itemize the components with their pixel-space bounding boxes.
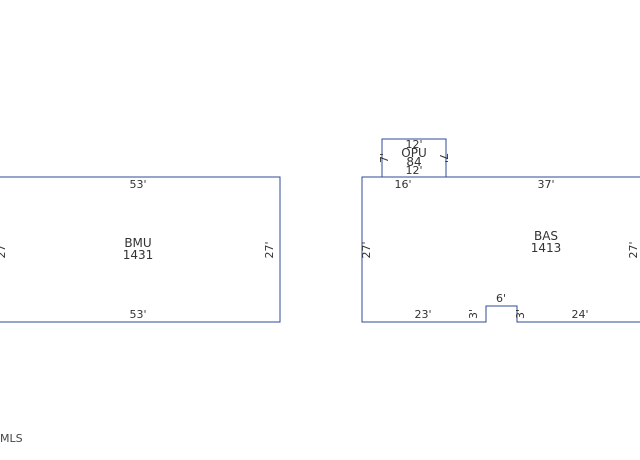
bas-top-dimension-b: 37' [537, 178, 554, 191]
opu-left-dimension: 7' [378, 153, 391, 163]
bmu-code-label: BMU [124, 236, 151, 250]
bas-bottom-dimension-a: 23' [414, 308, 431, 321]
bas-right-dimension: 27' [627, 241, 640, 258]
mls-watermark: MLS [0, 432, 23, 445]
bmu-sqft-label: 1431 [123, 248, 154, 262]
opu-outline [381, 138, 447, 178]
bas-outline [361, 176, 640, 323]
bas-notch-left-dimension: 3' [467, 309, 480, 319]
bas-bottom-dimension-b: 24' [571, 308, 588, 321]
opu-right-dimension: 7' [437, 153, 450, 163]
bmu-top-dimension: 53' [129, 178, 146, 191]
opu-code-label: OPU [401, 146, 426, 160]
bas-notch-right-dimension: 3' [514, 309, 527, 319]
bmu-right-dimension: 27' [263, 241, 276, 258]
bas-code-label: BAS [534, 229, 558, 243]
bas-notch-top-dimension: 6' [496, 292, 506, 305]
opu-bottom-dimension: 12' [405, 164, 422, 177]
opu-sqft-label: 84 [406, 155, 421, 169]
bmu-outline [0, 176, 281, 323]
bmu-bottom-dimension: 53' [129, 308, 146, 321]
bas-sqft-label: 1413 [531, 241, 562, 255]
bmu-left-dimension: 27' [0, 241, 8, 258]
bas-left-dimension: 27' [360, 241, 373, 258]
bas-top-dimension-a: 16' [394, 178, 411, 191]
opu-top-dimension: 12' [405, 138, 422, 151]
